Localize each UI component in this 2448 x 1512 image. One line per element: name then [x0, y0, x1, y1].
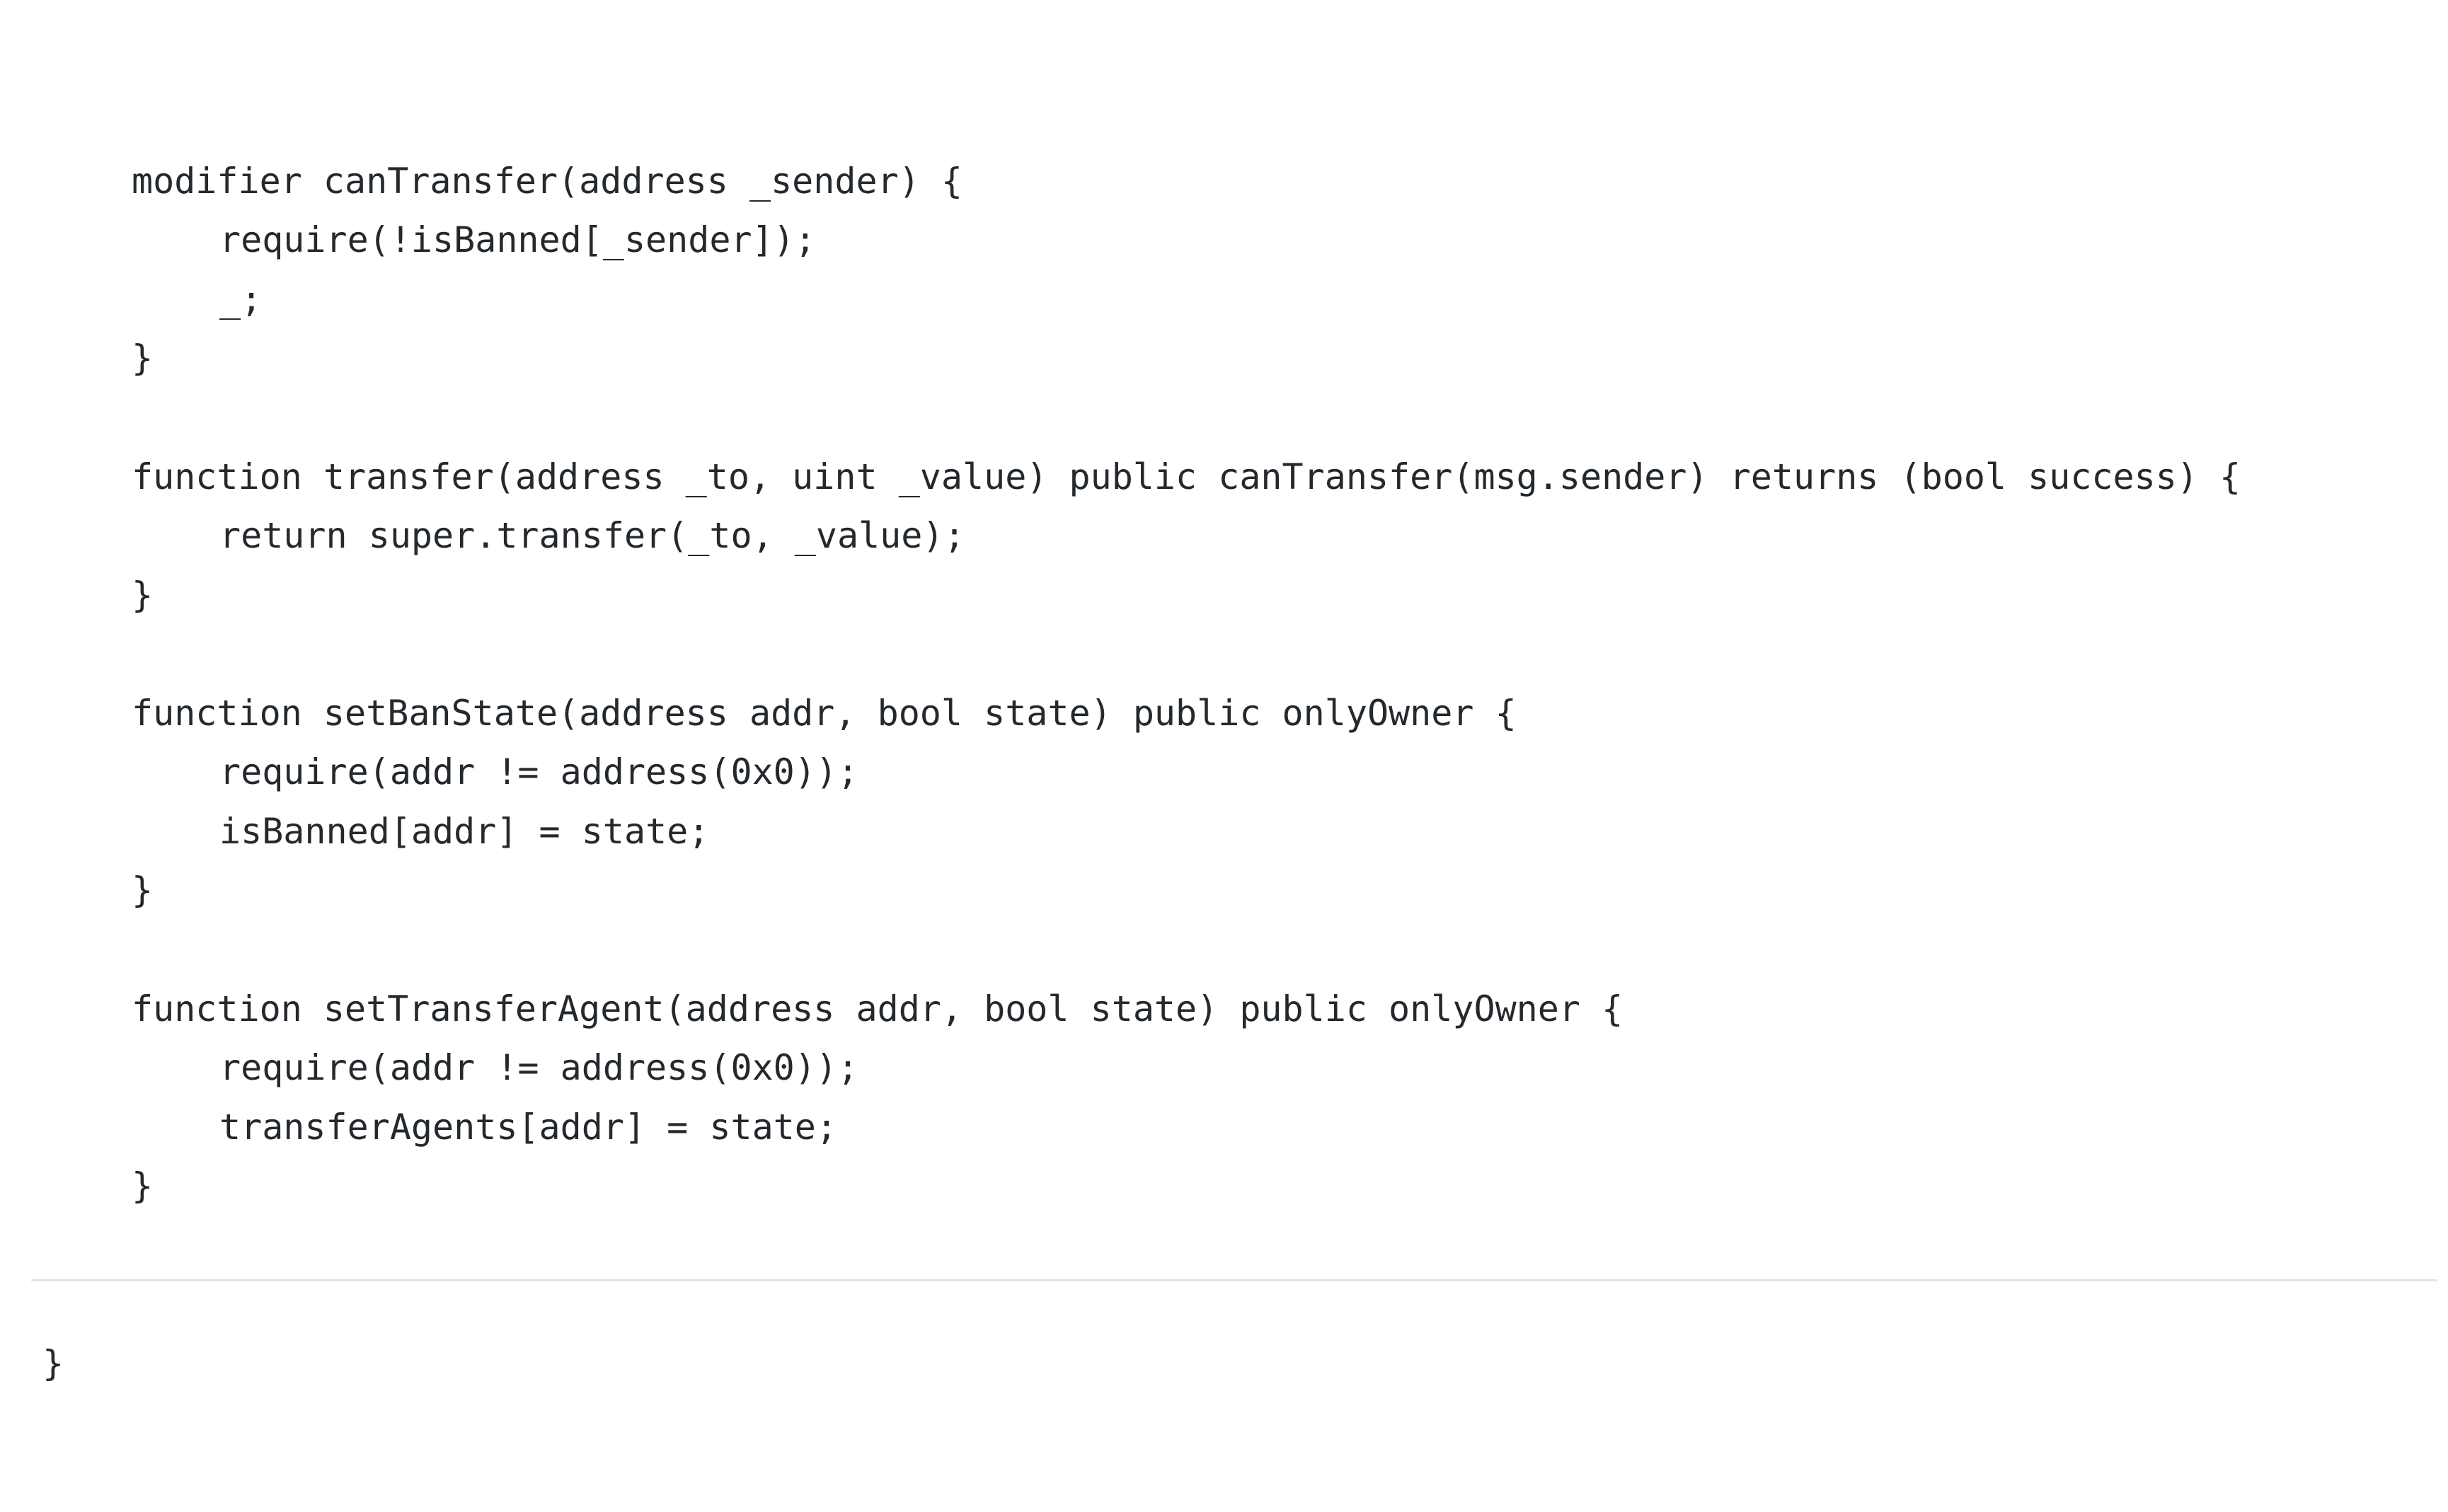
code-line-text: require(addr != address(0x0)); [219, 1047, 859, 1089]
code-line-text: function setTransferAgent(address addr, … [132, 988, 1624, 1030]
code-line-text: } [132, 1165, 154, 1207]
code-line-text: } [132, 575, 154, 616]
code-line-text: function transfer(address _to, uint _val… [132, 456, 2241, 498]
code-line-text: } [132, 337, 154, 379]
code-viewer: modifier canTransfer(address _sender) { … [0, 34, 2437, 1385]
code-line: require(addr != address(0x0)); [0, 625, 858, 792]
code-line: require(!isBanned[_sender]); [0, 93, 816, 260]
code-line: modifier canTransfer(address _sender) { [0, 34, 962, 202]
code-block: modifier canTransfer(address _sender) { … [0, 34, 2241, 1384]
code-line: } [0, 211, 260, 379]
code-line-text: require(addr != address(0x0)); [219, 751, 859, 793]
code-line-text: function setBanState(address addr, bool … [132, 693, 1517, 734]
code-line: } [0, 1216, 171, 1384]
code-line: function transfer(address _to, uint _val… [0, 330, 2241, 497]
code-line: require(addr != address(0x0)); [0, 921, 858, 1088]
code-line-text: _; [219, 279, 263, 321]
code-line-text: transferAgents[addr] = state; [219, 1107, 837, 1148]
code-line-text: } [132, 870, 154, 911]
code-line-text: require(!isBanned[_sender]); [219, 219, 816, 261]
code-line-text: modifier canTransfer(address _sender) { [132, 161, 962, 202]
code-line: } [0, 1039, 260, 1206]
code-line: function setBanState(address addr, bool … [0, 566, 1517, 734]
code-line: return super.transfer(_to, _value); [0, 388, 965, 556]
code-line: isBanned[addr] = state; [0, 684, 709, 852]
code-line-text: return super.transfer(_to, _value); [219, 515, 965, 557]
code-line: _; [0, 152, 347, 320]
code-line: function setTransferAgent(address addr, … [0, 862, 1623, 1029]
bottom-divider [31, 1279, 2437, 1281]
code-line: transferAgents[addr] = state; [0, 980, 837, 1148]
code-line-text: } [42, 1343, 64, 1385]
code-line: } [0, 743, 260, 911]
code-line: } [0, 448, 260, 616]
code-line-text: isBanned[addr] = state; [219, 811, 710, 853]
